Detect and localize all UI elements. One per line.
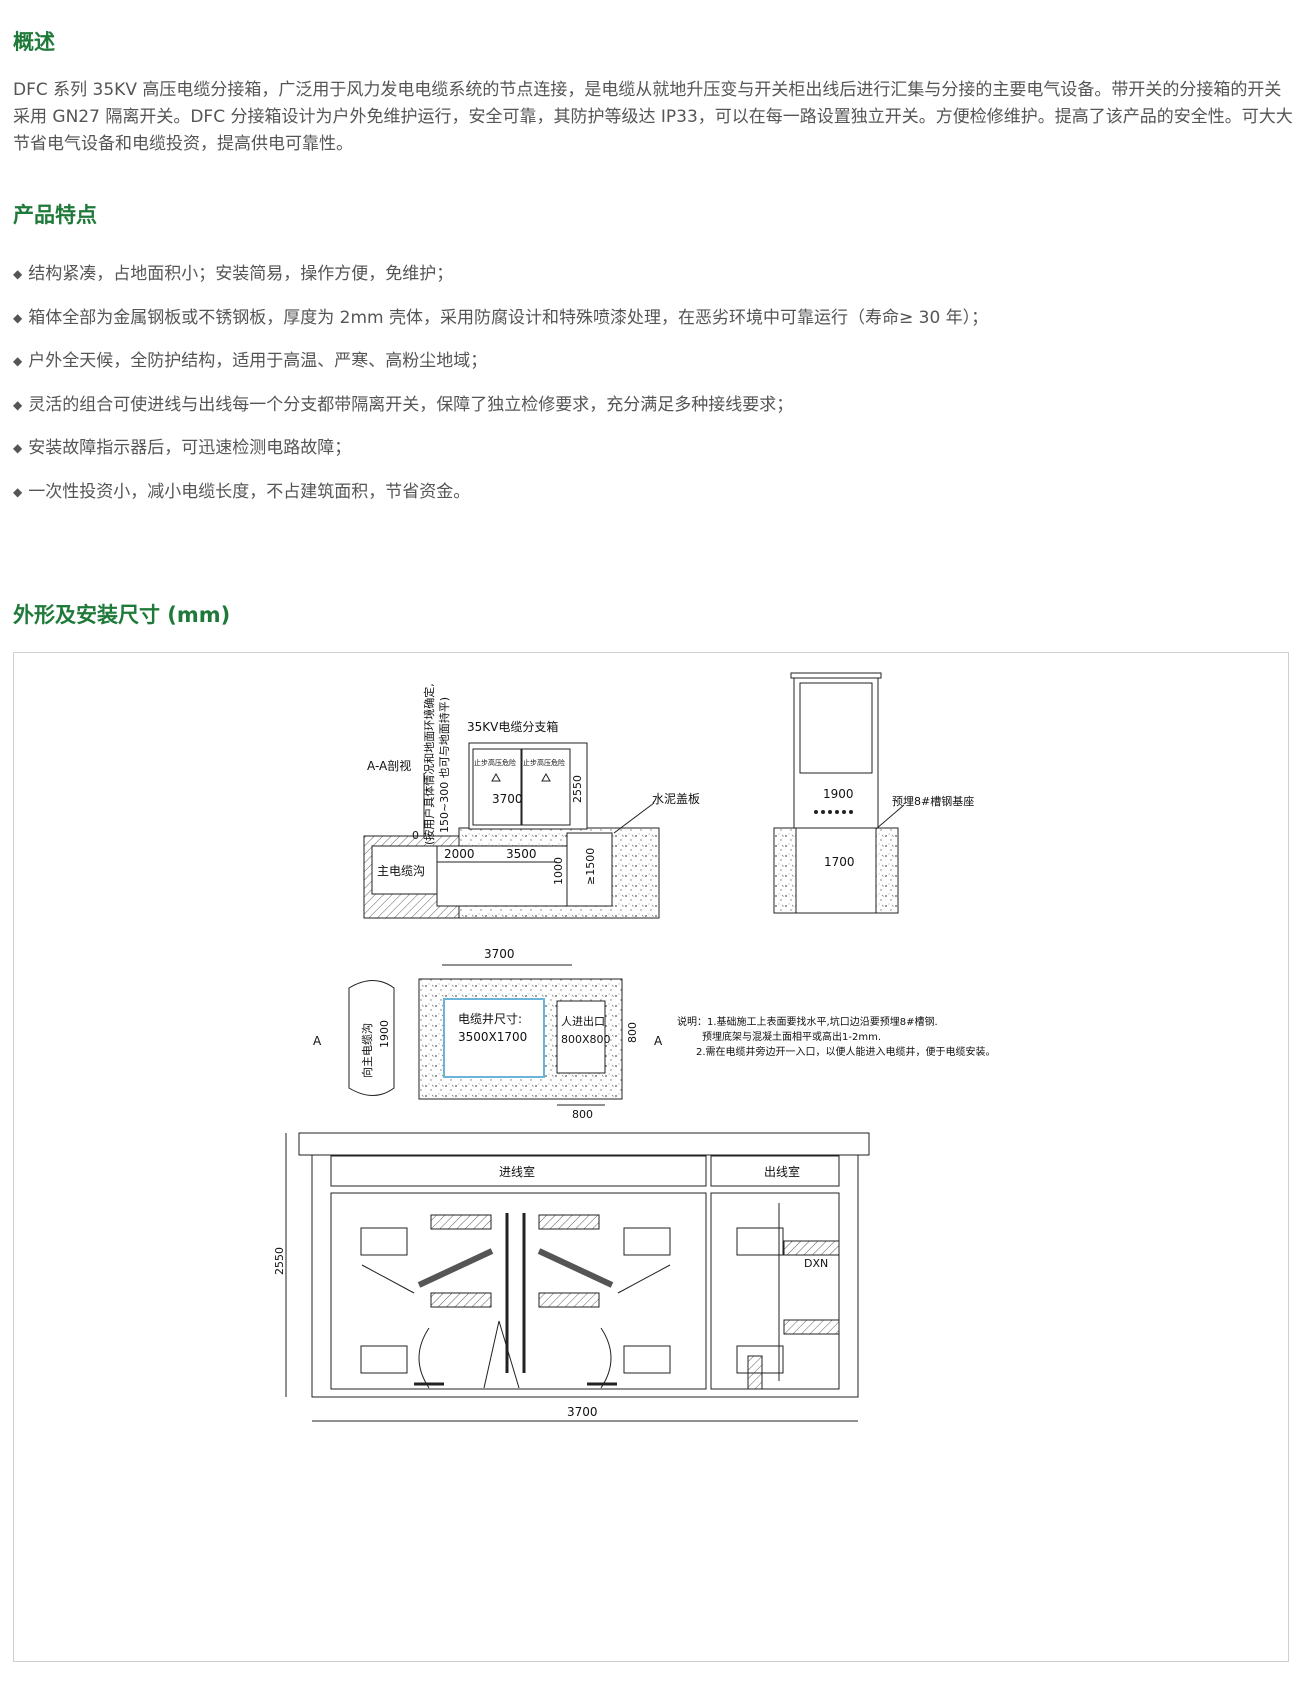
side-view: 1900 1700 预埋8#槽钢基座 bbox=[773, 672, 974, 914]
technical-drawing: A-A剖视 35KV电缆分支箱 (按用户具体情况和地面环境确定, 150~300… bbox=[13, 652, 1289, 1662]
diamond-bullet-icon: ◆ bbox=[13, 354, 23, 368]
front-height: 2550 bbox=[273, 1247, 286, 1275]
dxn-label: DXN bbox=[804, 1257, 828, 1270]
cement-cover-label: 水泥盖板 bbox=[652, 792, 700, 806]
plan-dim-800-bottom: 800 bbox=[572, 1108, 593, 1121]
section-marker-right: A bbox=[654, 1034, 663, 1048]
section-view: A-A剖视 35KV电缆分支箱 (按用户具体情况和地面环境确定, 150~300… bbox=[363, 683, 700, 919]
features-title: 产品特点 bbox=[13, 203, 97, 227]
feature-item: ◆灵活的组合可使进线与出线每一个分支都带隔离开关，保障了独立检修要求，充分满足多… bbox=[13, 394, 794, 415]
plan-note-1: 说明：1.基础施工上表面要找水平,坑口边沿要预埋8#槽钢. bbox=[677, 1015, 938, 1028]
entrance-label: 人进出口 bbox=[561, 1014, 605, 1028]
section-box-title: 35KV电缆分支箱 bbox=[467, 719, 558, 734]
pit-size: 3500X1700 bbox=[458, 1030, 527, 1044]
diamond-bullet-icon: ◆ bbox=[13, 310, 23, 325]
feature-item: ◆结构紧凑，占地面积小；安装简易，操作方便，免维护； bbox=[13, 264, 454, 284]
overview-text: DFC 系列 35KV 高压电缆分接箱，广泛用于风力发电电缆系统的节点连接，是电… bbox=[13, 80, 1293, 154]
diamond-bullet-icon: ◆ bbox=[13, 441, 23, 455]
section-width: 3700 bbox=[492, 792, 523, 806]
pit-size-label: 电缆井尺寸: bbox=[458, 1012, 522, 1026]
channel-steel-label: 预埋8#槽钢基座 bbox=[892, 794, 974, 808]
trench-direction-label: 向主电缆沟 bbox=[360, 1023, 374, 1078]
warning-triangle-icon bbox=[491, 772, 501, 782]
dim-1500: ≥1500 bbox=[584, 848, 597, 885]
plan-dim-top: 3700 bbox=[484, 947, 515, 961]
plan-dim-800-right: 800 bbox=[626, 1022, 639, 1043]
feature-item: ◆安装故障指示器后，可迅速检测电路故障； bbox=[13, 438, 352, 458]
feature-item: ◆户外全天候，全防护结构，适用于高温、严寒、高粉尘地域； bbox=[13, 351, 488, 371]
dim-2000: 2000 bbox=[444, 847, 475, 861]
front-view: 进线室 出线室 DXN bbox=[273, 1132, 870, 1422]
feature-item: ◆一次性投资小，减小电缆长度，不占建筑面积，节省资金。 bbox=[13, 481, 471, 502]
entrance-size: 800X800 bbox=[561, 1033, 611, 1046]
section-height: 2550 bbox=[571, 775, 584, 803]
plan-view: 3700 电缆井尺寸: 3500X1700 人进出口 800X800 800 8… bbox=[313, 947, 996, 1121]
terminal-row bbox=[814, 810, 853, 814]
plan-dim-1900: 1900 bbox=[378, 1020, 391, 1048]
side-dim-1700: 1700 bbox=[824, 855, 855, 869]
section-note-1: (按用户具体情况和地面环境确定, bbox=[422, 683, 436, 845]
front-width: 3700 bbox=[567, 1405, 598, 1419]
features-list: ◆结构紧凑，占地面积小；安装简易，操作方便，免维护； ◆箱体全部为金属钢板或不锈… bbox=[13, 262, 988, 523]
diamond-bullet-icon: ◆ bbox=[13, 267, 23, 281]
warning-triangle-icon bbox=[541, 772, 551, 782]
diamond-bullet-icon: ◆ bbox=[13, 484, 23, 499]
warning-right: 止步高压危险 bbox=[523, 758, 565, 767]
section-note-2: 150~300 也可与地面持平) bbox=[437, 697, 451, 833]
outgoing-room-label: 出线室 bbox=[764, 1164, 800, 1179]
plan-note-2: 预埋底架与混凝土面相平或高出1-2mm. bbox=[702, 1030, 881, 1043]
section-label: A-A剖视 bbox=[367, 758, 411, 773]
incoming-room-label: 进线室 bbox=[499, 1164, 535, 1179]
section-marker-left: A bbox=[313, 1034, 322, 1048]
overview-title: 概述 bbox=[13, 30, 55, 54]
drawing-svg: A-A剖视 35KV电缆分支箱 (按用户具体情况和地面环境确定, 150~300… bbox=[273, 672, 996, 1422]
dim-1000: 1000 bbox=[552, 857, 565, 885]
diamond-bullet-icon: ◆ bbox=[13, 397, 23, 412]
dim-3500: 3500 bbox=[506, 847, 537, 861]
plan-note-3: 2.需在电缆井旁边开一入口，以便人能进入电缆井，便于电缆安装。 bbox=[696, 1045, 996, 1058]
dimensions-title: 外形及安装尺寸 (mm) bbox=[13, 603, 231, 627]
warning-left: 止步高压危险 bbox=[474, 758, 516, 767]
side-dim-1900: 1900 bbox=[823, 787, 854, 801]
main-trench-label: 主电缆沟 bbox=[377, 864, 425, 878]
feature-item: ◆箱体全部为金属钢板或不锈钢板，厚度为 2mm 壳体，采用防腐设计和特殊喷漆处理… bbox=[13, 307, 989, 328]
